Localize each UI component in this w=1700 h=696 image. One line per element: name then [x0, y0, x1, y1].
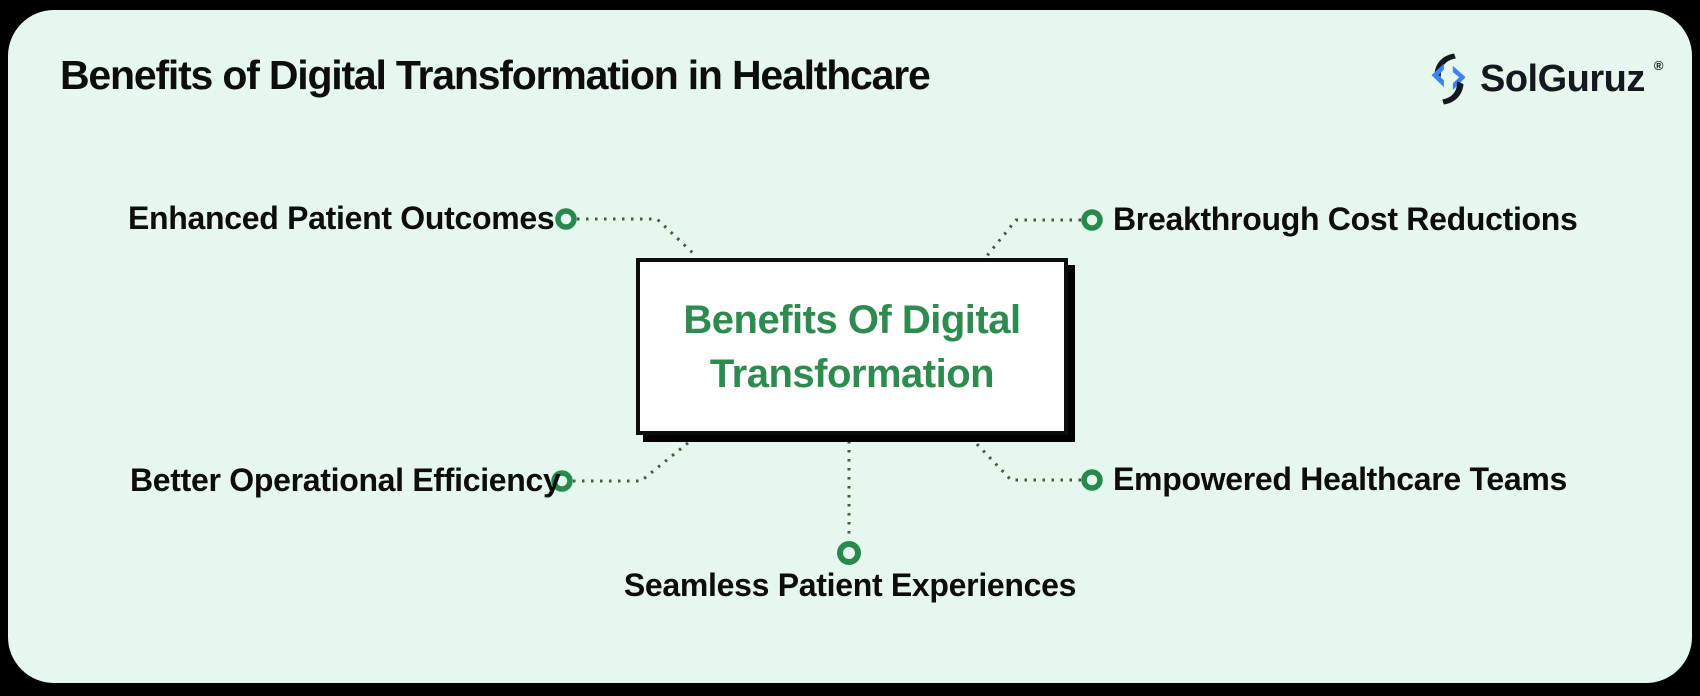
node-label-breakthrough-cost-reductions: Breakthrough Cost Reductions: [1113, 201, 1578, 237]
logo-bottom-arc: [1442, 81, 1464, 105]
logo-right-chevron: [1452, 65, 1466, 91]
node-label-empowered-healthcare-teams: Empowered Healthcare Teams: [1113, 461, 1568, 497]
node-label-better-operational-efficiency: Better Operational Efficiency: [130, 462, 561, 498]
solguruz-logo-icon: [1431, 53, 1466, 105]
page-title: Benefits of Digital Transformation in He…: [60, 52, 931, 98]
node-label-seamless-patient-experiences: Seamless Patient Experiences: [623, 567, 1077, 603]
logo-left-chevron: [1431, 63, 1444, 88]
logo-text: SolGuruz: [1480, 57, 1645, 100]
center-node: Benefits Of Digital Transformation: [636, 258, 1068, 435]
solguruz-logo: SolGuruz ®: [1426, 47, 1664, 111]
center-node-line1: Benefits Of Digital: [683, 297, 1021, 342]
registered-trademark-symbol: ®: [1653, 57, 1664, 73]
center-node-line2: Transformation: [709, 351, 995, 396]
node-label-enhanced-patient-outcomes: Enhanced Patient Outcomes: [128, 200, 555, 236]
